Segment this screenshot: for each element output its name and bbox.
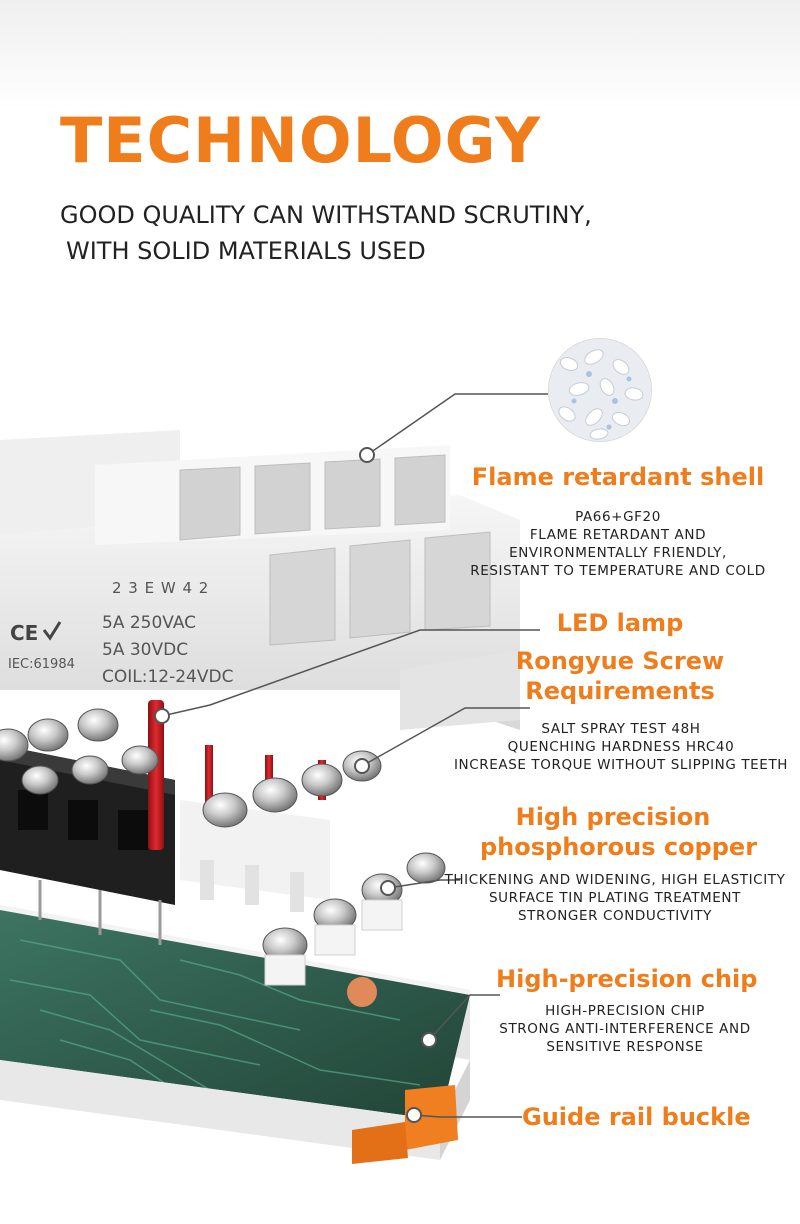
feature-flame-retardant-shell-title: Flame retardant shell <box>471 463 765 491</box>
feature-guide-rail-buckle-title: Guide rail buckle <box>522 1103 751 1131</box>
shell-rating-2: 5A 30VDC <box>102 640 188 660</box>
pa66-granules-thumbnail <box>548 338 652 442</box>
screws-upper <box>0 708 382 828</box>
callout-lines <box>161 393 548 1118</box>
desc-line: FLAME RETARDANT AND <box>529 527 707 543</box>
feature-led-lamp-title: LED lamp <box>556 609 684 637</box>
desc-line: QUENCHING HARDNESS HRC40 <box>507 739 735 755</box>
subheading-line-2: WITH SOLID MATERIALS USED <box>66 237 426 265</box>
desc-line: SALT SPRAY TEST 48H <box>541 721 701 737</box>
flame-retardant-shell <box>0 430 520 730</box>
desc-line: ENVIRONMENTALLY FRIENDLY, <box>509 545 727 561</box>
desc-line: PA66+GF20 <box>575 509 661 525</box>
terminal-block-right <box>180 790 330 912</box>
phosphor-copper-contacts <box>264 899 403 986</box>
title-line: Rongyue Screw <box>515 647 725 675</box>
pcb-base-board <box>0 905 470 1164</box>
title-line: phosphorous copper <box>480 833 758 861</box>
page-heading: TECHNOLOGY <box>60 104 542 177</box>
iec-standard-text: IEC:61984 <box>8 657 75 672</box>
ce-mark: CE <box>10 621 38 645</box>
desc-line: SENSITIVE RESPONSE <box>546 1039 704 1055</box>
feature-screw-desc: SALT SPRAY TEST 48H QUENCHING HARDNESS H… <box>448 720 794 774</box>
feature-chip-desc: HIGH-PRECISION CHIP STRONG ANTI-INTERFER… <box>480 1002 770 1056</box>
feature-flame-retardant-shell-desc: PA66+GF20 FLAME RETARDANT AND ENVIRONMEN… <box>460 508 776 580</box>
desc-line: RESISTANT TO TEMPERATURE AND COLD <box>470 563 766 579</box>
desc-line: STRONGER CONDUCTIVITY <box>518 908 712 924</box>
shell-rating-1: 5A 250VAC <box>102 613 196 633</box>
subheading-line-1: GOOD QUALITY CAN WITHSTAND SCRUTINY, <box>60 201 592 229</box>
top-background-band <box>0 0 800 110</box>
callout-dots <box>154 447 437 1123</box>
desc-line: SURFACE TIN PLATING TREATMENT <box>489 890 741 906</box>
shell-model-text: 2 3 E W 4 2 <box>112 579 209 597</box>
title-line: High precision <box>515 803 711 831</box>
rohs-check-icon <box>42 621 62 641</box>
desc-line: HIGH-PRECISION CHIP <box>545 1003 705 1019</box>
guide-rail-buckle <box>352 1085 458 1164</box>
desc-line: INCREASE TORQUE WITHOUT SLIPPING TEETH <box>453 757 789 773</box>
desc-line: THICKENING AND WIDENING, HIGH ELASTICITY <box>444 872 786 888</box>
title-line: Requirements <box>525 677 715 705</box>
feature-copper-desc: THICKENING AND WIDENING, HIGH ELASTICITY… <box>440 871 790 925</box>
feature-screw-title: Rongyue Screw Requirements <box>500 646 740 706</box>
feature-chip-title: High-precision chip <box>496 965 758 993</box>
desc-line: STRONG ANTI-INTERFERENCE AND <box>499 1021 751 1037</box>
feature-copper-title: High precision phosphorous copper <box>480 802 758 862</box>
shell-coil-rating: COIL:12-24VDC <box>102 667 233 687</box>
page-subheading: GOOD QUALITY CAN WITHSTAND SCRUTINY, WIT… <box>60 197 660 269</box>
